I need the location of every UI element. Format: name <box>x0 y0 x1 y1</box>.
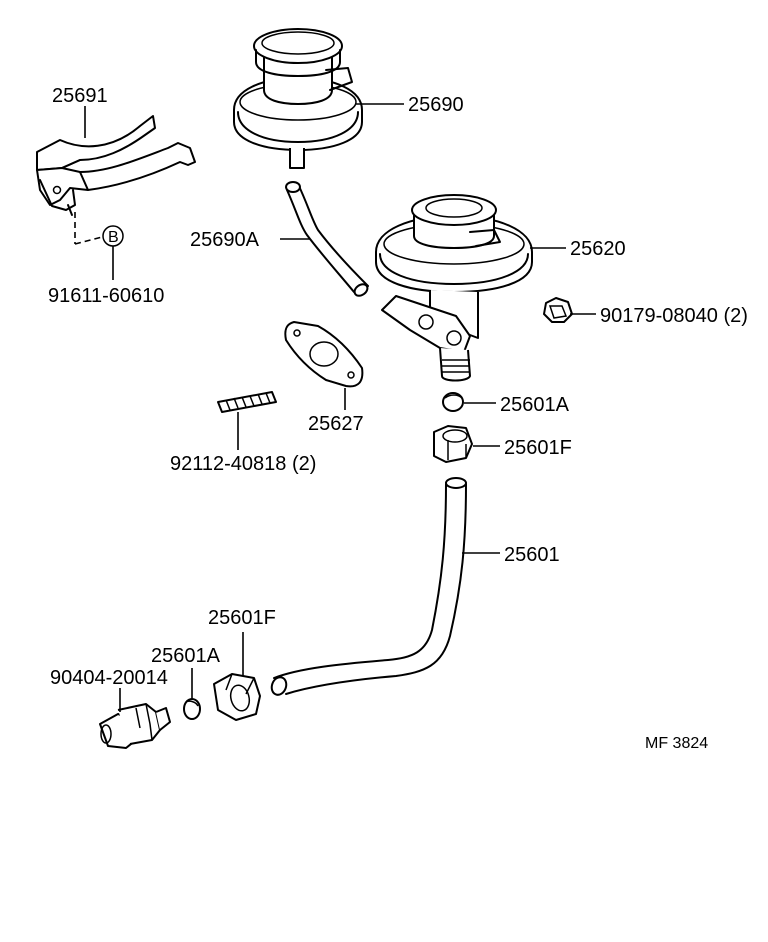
stud-part <box>217 391 277 413</box>
label-bracket: 25691 <box>52 85 108 107</box>
label-pipe: 25601 <box>504 544 560 566</box>
label-upper-modulator: 25690 <box>408 94 464 116</box>
label-union-fitting: 90404-20014 <box>50 667 168 689</box>
bracket-part <box>36 115 196 216</box>
egr-valve-part <box>375 194 533 382</box>
union-nut-part <box>543 297 573 323</box>
label-bolt: 91611-60610 <box>48 285 164 307</box>
reference-code: MF 3824 <box>645 735 708 752</box>
upper-sleeve-part <box>442 392 464 412</box>
bolt-dashed-leader <box>74 236 103 245</box>
label-upper-hose: 25690A <box>190 229 260 251</box>
label-lower-sleeve: 25601A <box>151 645 221 667</box>
label-bolt-symbol: B <box>108 229 119 246</box>
upper-hose-part <box>285 181 369 297</box>
pipe-part <box>270 477 467 696</box>
label-lower-nut: 25601F <box>208 607 276 629</box>
lower-sleeve-part <box>183 698 201 720</box>
lower-nut-part <box>213 673 261 721</box>
gasket-part <box>284 321 364 388</box>
upper-modulator-part <box>233 28 363 169</box>
label-egr-valve: 25620 <box>570 238 626 260</box>
union-fitting-part <box>99 703 171 749</box>
label-upper-nut: 25601F <box>504 437 572 459</box>
label-upper-sleeve: 25601A <box>500 394 570 416</box>
upper-nut-part <box>433 425 473 463</box>
label-stud: 92112-40818 (2) <box>170 453 316 475</box>
label-gasket: 25627 <box>308 413 364 435</box>
label-union-nut: 90179-08040 (2) <box>600 305 748 327</box>
